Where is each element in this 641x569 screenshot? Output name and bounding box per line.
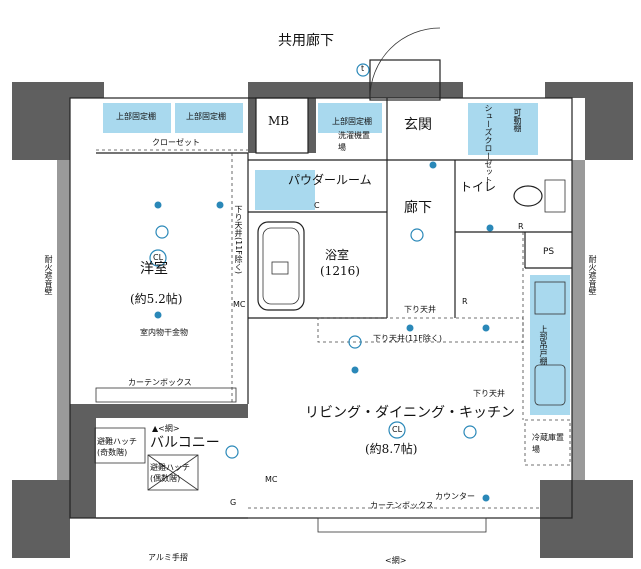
sym-c-label: C: [314, 201, 320, 210]
fire-wall-right-label: 耐火遮音壁: [588, 255, 597, 295]
evac-hatch-odd: [94, 427, 146, 464]
ldk-size: (約8.7帖): [365, 442, 418, 456]
outlet-ring: [348, 335, 362, 349]
light-dot: [351, 366, 359, 374]
mb-wall-right: [308, 98, 316, 153]
shoes-closet-label: シューズクローゼット: [484, 104, 493, 184]
entrance-door: [369, 59, 441, 101]
outlet-ring: [155, 225, 169, 239]
light-dot: [482, 324, 490, 332]
indoor-hanger-label: 室内物干金物: [140, 328, 188, 337]
fridge-place-label: 冷蔵庫置場: [532, 433, 564, 454]
hallway-label: 廊下: [404, 200, 432, 216]
light-dot: [486, 224, 494, 232]
movable-shelf-label: 可動棚: [513, 108, 522, 132]
column-bottom-right: [540, 480, 633, 558]
upper-shelf-1: [103, 103, 171, 133]
kitchen-sink: [534, 364, 566, 406]
evac-hatch-even: [147, 454, 199, 491]
entrance-label: 玄関: [404, 117, 432, 133]
wall-top-mid: [248, 82, 463, 98]
light-dot: [154, 201, 162, 209]
outlet-ring: [225, 445, 239, 459]
washbasin-counter: [255, 170, 315, 210]
cl-2-label: CL: [392, 425, 403, 434]
cl-ring: [388, 421, 406, 439]
outlet-ring: [410, 228, 424, 242]
upper-shelf-1-label: 上部固定棚: [116, 112, 156, 121]
stove: [534, 281, 566, 315]
sym-r2-label: R: [518, 222, 524, 231]
cl-1-label: CL: [153, 253, 164, 262]
entrance-door-swing: [369, 27, 441, 99]
upper-shelf-2-label: 上部固定棚: [186, 112, 226, 121]
light-dot: [406, 324, 414, 332]
ceiling-drop-2-label: 下り天井: [404, 305, 436, 314]
bathroom-label: 浴室: [325, 248, 350, 262]
sym-r1-label: R: [462, 297, 468, 306]
column-bottom-left: [12, 480, 70, 558]
shoes-closet: [468, 103, 538, 155]
bathtub-drain: [271, 261, 289, 275]
mc-2-label: MC: [265, 475, 278, 484]
kitchen-counter: [530, 275, 570, 415]
washer-place-label: 洗濯機置場: [338, 131, 370, 152]
sym-g-label: G: [230, 498, 237, 507]
upper-shelf-3: [318, 103, 382, 133]
sym-t-label: t: [361, 64, 365, 73]
net-bottom-label: <網>: [385, 556, 407, 565]
wall-balcony-upper: [70, 404, 248, 418]
window-ldk: [317, 517, 487, 533]
evac-hatch-cross-2: [147, 454, 199, 491]
toilet-label: トイレ: [460, 180, 497, 194]
closet-label: クローゼット: [152, 138, 200, 147]
window-balcony: [95, 387, 237, 403]
powder-room-label: パウダールーム: [288, 173, 372, 187]
aluminum-rail-label: アルミ手摺: [148, 553, 188, 562]
light-dot: [482, 494, 490, 502]
balcony-label: バルコニー: [150, 435, 220, 451]
light-dot: [216, 201, 224, 209]
ps-label: PS: [543, 247, 555, 257]
upper-shelf-kitchen-label: 上部吊戸棚: [539, 325, 548, 365]
curtain-box-2-label: カーテンボックス: [370, 501, 434, 510]
fire-wall-left-label: 耐火遮音壁: [44, 255, 53, 295]
mb-wall-left: [248, 98, 256, 153]
upper-shelf-3-label: 上部固定棚: [332, 117, 372, 126]
net-top-label: ▲<網>: [152, 424, 180, 433]
outlet-ring: [356, 63, 370, 77]
mb-label: MB: [268, 114, 290, 128]
bathtub-inner: [262, 227, 300, 305]
ceiling-drop-3-label: 下り天井(11F除く): [373, 334, 443, 343]
ceiling-drop-1-label: 下り天井(11F除く): [234, 205, 243, 275]
counter-label: カウンター: [435, 492, 475, 501]
toilet-tank: [544, 179, 566, 213]
cl-ring: [149, 249, 167, 267]
fire-wall-right: [572, 160, 585, 480]
evac-hatch-odd-label: 避難ハッチ(奇数階): [97, 437, 137, 457]
mc-1-label: MC: [233, 300, 246, 309]
bathtub: [257, 221, 305, 311]
mb-room: [255, 97, 309, 154]
bathroom-size: (1216): [320, 264, 360, 278]
column-top-right: [585, 82, 633, 160]
western-room-size: (約5.2帖): [130, 292, 183, 306]
ceiling-drop-4-label: 下り天井: [473, 389, 505, 398]
upper-shelf-2: [175, 103, 243, 133]
fire-wall-left: [57, 160, 70, 480]
corridor-label: 共用廊下: [278, 33, 334, 49]
outlet-ring: [463, 425, 477, 439]
ldk-label: リビング・ダイニング・キッチン: [305, 405, 515, 421]
toilet-bowl: [513, 185, 543, 207]
curtain-box-1-label: カーテンボックス: [128, 378, 192, 387]
evac-hatch-even-label: 避難ハッチ(偶数階): [150, 463, 190, 483]
column-top-left: [12, 82, 70, 160]
fridge-place: [524, 419, 571, 466]
western-room-label: 洋室: [140, 261, 168, 277]
light-dot: [429, 161, 437, 169]
light-dot: [154, 311, 162, 319]
wall-left-balcony: [70, 418, 96, 518]
